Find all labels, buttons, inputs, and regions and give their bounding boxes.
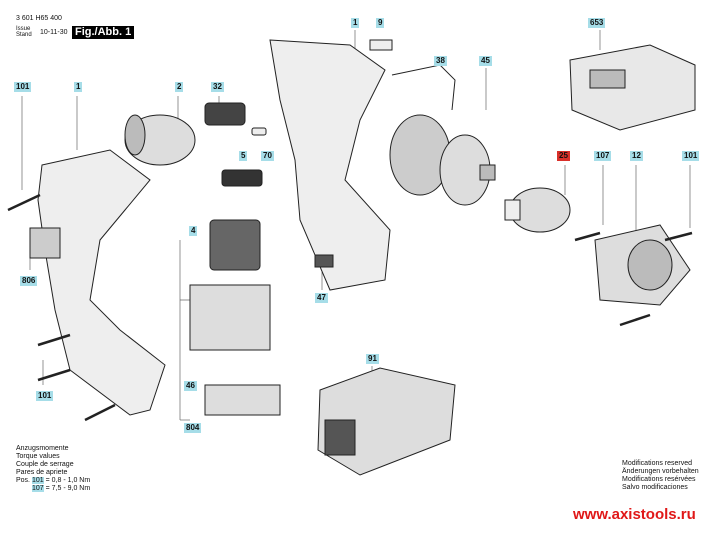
part-label-101: 101 [36,391,54,401]
part-label-653: 653 [588,18,606,28]
part-label-2: 2 [175,82,184,92]
wire-38 [391,64,456,111]
contact-plate [204,384,281,416]
part-label-46: 46 [184,381,197,391]
part-number: 3 601 H65 400 [16,15,62,22]
motor [124,114,196,166]
switch-parts [204,102,267,187]
screws [7,193,693,422]
part-label-804: 804 [184,423,202,433]
torque-line: Anzugsmomente [16,445,69,452]
part-label-101: 101 [682,151,700,161]
part-label-5: 5 [239,151,248,161]
notice-line: Modifications resérvées [622,476,696,483]
part-label-32: 32 [211,82,224,92]
part-label-101: 101 [14,82,32,92]
label-plate-9 [369,39,393,51]
switch-module [189,219,271,351]
figure-title: Fig./Abb. 1 [72,26,135,39]
battery-91 [317,367,456,476]
part-label-91: 91 [366,354,379,364]
part-label-38: 38 [434,56,447,66]
gear-cover-12 [594,224,691,306]
notice-line: Änderungen vorbehalten [622,468,699,475]
notice-line: Salvo modificaciones [622,484,688,491]
gearbox [389,114,496,206]
torque-value: = 0,8 - 1,0 Nm [45,477,91,484]
torque-line: Pares de apriete [16,469,68,476]
notice-line: Modifications reserved [622,460,693,467]
part-label-12: 12 [630,151,643,161]
part-label-70: 70 [261,151,274,161]
part-47 [314,254,334,268]
torque-value: = 7,5 - 9,0 Nm [45,485,91,492]
chuck-25 [504,187,571,233]
part-label-107: 107 [594,151,612,161]
torque-row: 101 = 0,8 - 1,0 Nm [32,477,90,485]
torque-line: Torque values [16,453,60,460]
issue-label: Issue [16,26,31,32]
charger-653 [569,44,696,131]
torque-line: Couple de serrage [16,461,74,468]
part-label-9: 9 [376,18,385,28]
part-label-47: 47 [315,293,328,303]
torque-pos: 107 [32,485,44,492]
torque-pos-label: Pos. [16,477,31,484]
part-label-1: 1 [74,82,83,92]
issue-date: 10-11-30 [40,29,68,36]
part-label-45: 45 [479,56,492,66]
torque-row: 107 = 7,5 - 9,0 Nm [32,485,90,493]
housing-left [29,149,166,416]
torque-pos: 101 [32,477,44,484]
part-label-25: 25 [557,151,570,161]
part-label-806: 806 [20,276,38,286]
part-label-4: 4 [189,226,198,236]
stand-label: Stand [16,32,32,38]
website-link[interactable]: www.axistools.ru [573,506,696,523]
part-label-1: 1 [351,18,360,28]
housing-right [269,39,391,291]
